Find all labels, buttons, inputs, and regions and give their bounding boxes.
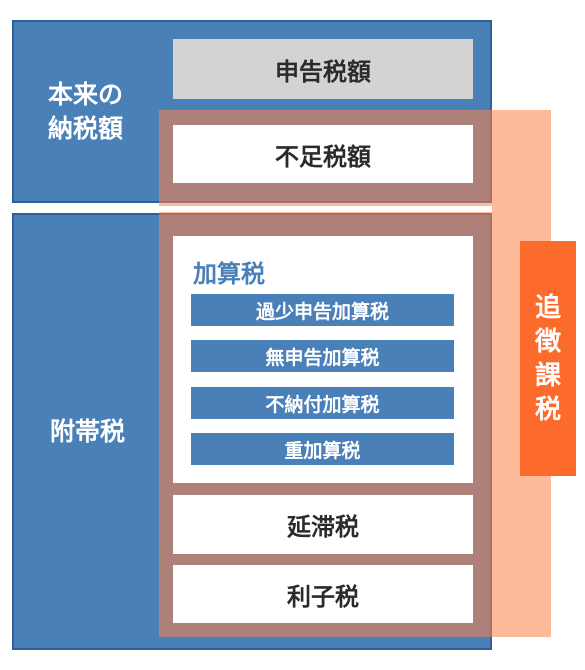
- honrai-label: 本来の 納税額: [48, 78, 158, 146]
- entai-zei-box: 延滞税: [173, 495, 473, 554]
- kasan-item: 重加算税: [191, 433, 454, 465]
- honrai-label-line1: 本来の: [48, 80, 124, 109]
- kasan-item: 過少申告加算税: [191, 294, 454, 326]
- shinkoku-zeigaku-box: 申告税額: [173, 39, 473, 99]
- rishi-zei-box: 利子税: [173, 565, 473, 623]
- futai-label: 附帯税: [50, 417, 126, 446]
- fusoku-zeigaku-box: 不足税額: [173, 125, 473, 183]
- tsuichou-kazei-tag: 追 徴 課 税: [520, 241, 576, 476]
- tsuichou-char: 税: [534, 394, 561, 425]
- tsuichou-char: 追: [534, 292, 561, 323]
- kasan-item: 不納付加算税: [191, 387, 454, 419]
- tsuichou-char: 徴: [534, 326, 561, 357]
- honrai-label-line2: 納税額: [48, 114, 124, 143]
- kasan-zei-title: 加算税: [193, 260, 265, 288]
- kasan-item: 無申告加算税: [191, 340, 454, 372]
- tsuichou-char: 課: [534, 360, 561, 391]
